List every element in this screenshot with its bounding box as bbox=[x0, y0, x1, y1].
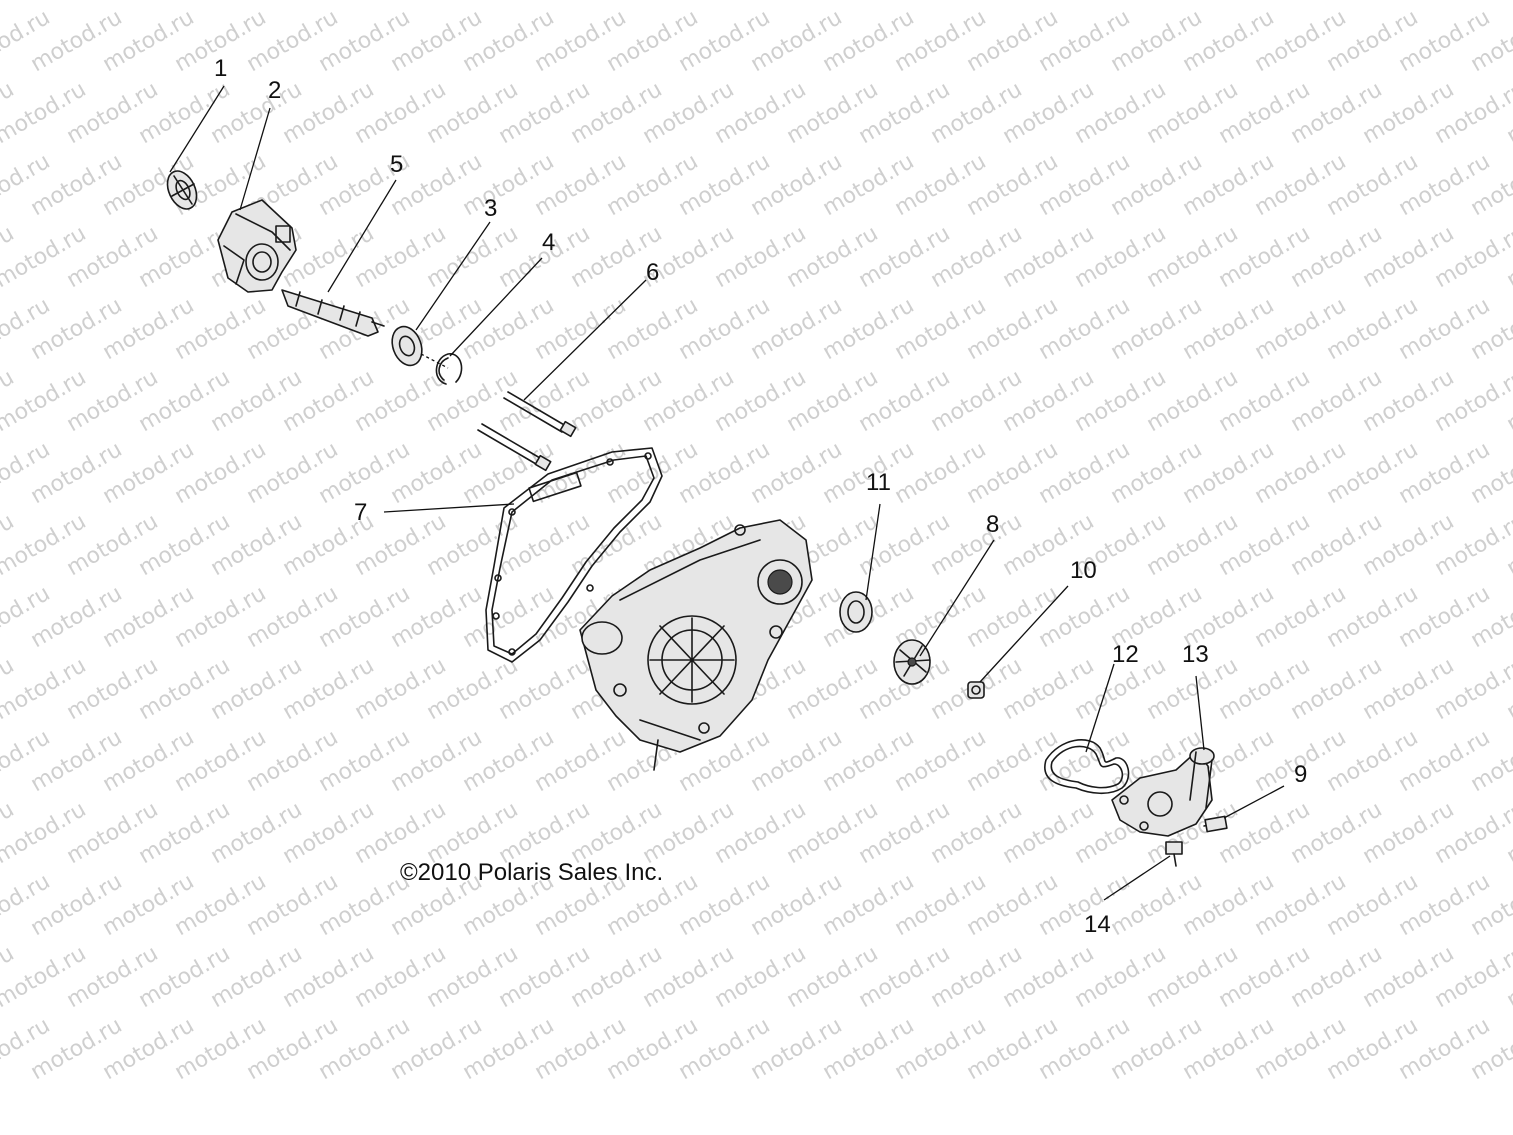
engine-case-cover bbox=[579, 519, 813, 771]
part-12-o-ring bbox=[1044, 739, 1130, 795]
callout-labels: 1 2 3 4 5 6 7 8 9 10 11 12 13 14 bbox=[214, 55, 1307, 938]
callout-2: 2 bbox=[268, 77, 281, 104]
callout-7: 7 bbox=[354, 499, 367, 526]
leader-lines bbox=[169, 85, 1285, 901]
callout-10: 10 bbox=[1070, 557, 1097, 584]
copyright-text: ©2010 Polaris Sales Inc. bbox=[400, 859, 663, 886]
callout-3: 3 bbox=[484, 195, 497, 222]
watermark-text: motod.ru bbox=[1503, 0, 1513, 5]
part-14-bolt bbox=[1165, 841, 1183, 867]
callout-11: 11 bbox=[866, 469, 891, 496]
part-2-housing bbox=[217, 199, 297, 293]
callout-5: 5 bbox=[390, 151, 403, 178]
callout-12: 12 bbox=[1112, 641, 1139, 668]
callout-14: 14 bbox=[1084, 911, 1111, 938]
watermark-text: motod.ru bbox=[1431, 0, 1513, 5]
part-10-nut bbox=[967, 681, 985, 699]
part-6-bolts bbox=[477, 391, 577, 472]
callout-4: 4 bbox=[542, 229, 555, 256]
callout-9: 9 bbox=[1294, 761, 1307, 788]
part-7-gasket bbox=[485, 447, 663, 663]
part-4-snap-ring bbox=[435, 353, 463, 385]
part-5-shaft bbox=[281, 289, 385, 337]
callout-13: 13 bbox=[1182, 641, 1209, 668]
callout-8: 8 bbox=[986, 511, 999, 538]
callout-1: 1 bbox=[214, 55, 227, 82]
part-3-bearing bbox=[391, 325, 449, 369]
part-11-seal bbox=[839, 591, 873, 633]
callout-6: 6 bbox=[646, 259, 659, 286]
part-8-impeller bbox=[893, 639, 931, 685]
part-1-gear bbox=[166, 170, 198, 210]
part-13-pump-cover bbox=[1111, 747, 1215, 837]
part-9-bolt bbox=[1203, 815, 1228, 833]
